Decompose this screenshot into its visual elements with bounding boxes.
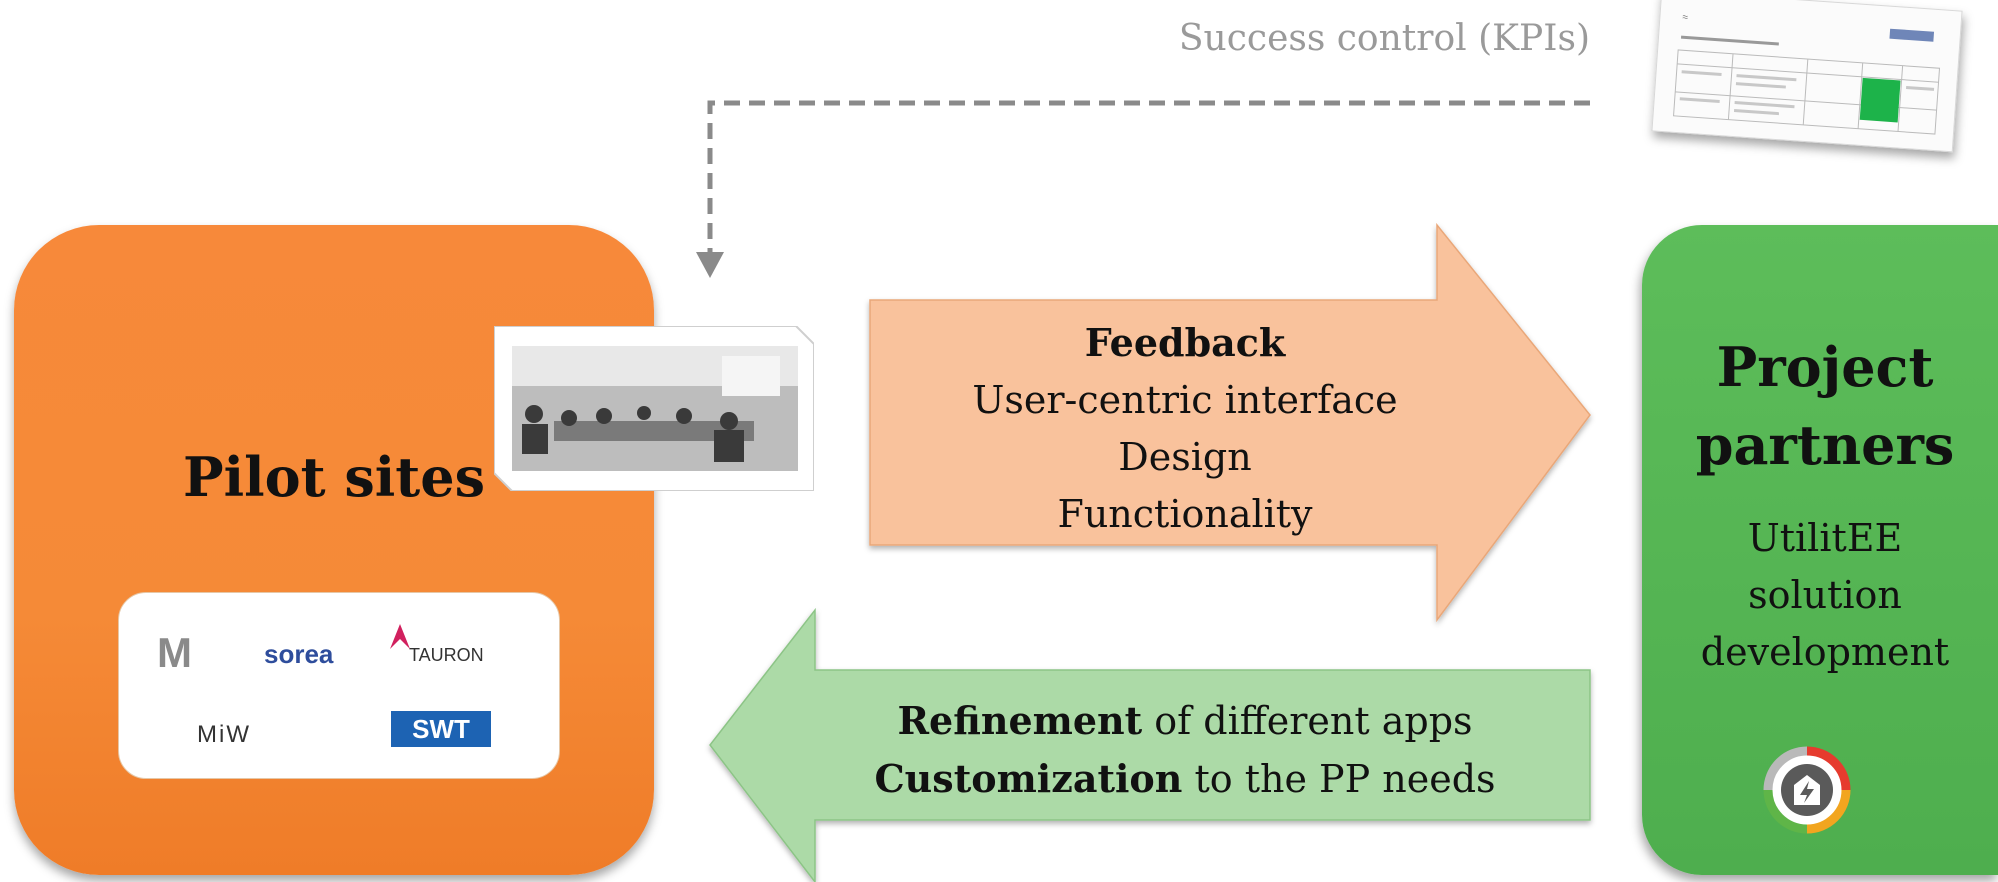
refinement-bold: Refinement xyxy=(897,698,1143,743)
swt-logo: SWT xyxy=(391,711,491,747)
pilot-sites-title: Pilot sites xyxy=(182,445,485,509)
customization-bold: Customization xyxy=(874,756,1183,801)
feedback-line-3: Functionality xyxy=(1057,492,1313,536)
success-control-label: Success control (KPIs) xyxy=(1178,18,1590,59)
project-partners-description: UtilitEE solution development xyxy=(1660,510,1990,681)
refinement-rest: of different apps xyxy=(1142,699,1473,743)
feedback-line-2: Design xyxy=(1118,435,1252,479)
project-partners-title: Project partners xyxy=(1660,328,1990,484)
svg-text:≈: ≈ xyxy=(1682,12,1689,23)
feedback-heading: Feedback xyxy=(1084,320,1286,365)
sorea-logo: sorea xyxy=(264,639,334,669)
kpi-document-image: ≈ xyxy=(1651,0,1963,153)
pilot-logos-panel: M sorea TAURON MiW SWT xyxy=(118,592,560,779)
feedback-line-1: User-centric interface xyxy=(972,378,1398,422)
refinement-arrow-text: Refinement of different apps Customizati… xyxy=(850,692,1520,808)
partners-body-line-1: UtilitEE xyxy=(1747,516,1903,560)
tauron-logo-text: TAURON xyxy=(409,645,484,665)
meeting-photo xyxy=(493,325,815,492)
tauron-logo: TAURON xyxy=(390,624,484,666)
m-logo: M xyxy=(157,629,192,676)
miw-logo: MiW xyxy=(197,721,251,748)
feedback-arrow-text: Feedback User-centric interface Design F… xyxy=(870,314,1500,543)
utilitee-app-icon xyxy=(1763,746,1851,834)
partners-title-line-2: partners xyxy=(1695,413,1955,477)
partners-body-line-3: development xyxy=(1700,630,1950,674)
partners-title-line-1: Project xyxy=(1716,335,1934,399)
partners-body-line-2: solution xyxy=(1748,573,1902,617)
customization-rest: to the PP needs xyxy=(1182,757,1496,801)
